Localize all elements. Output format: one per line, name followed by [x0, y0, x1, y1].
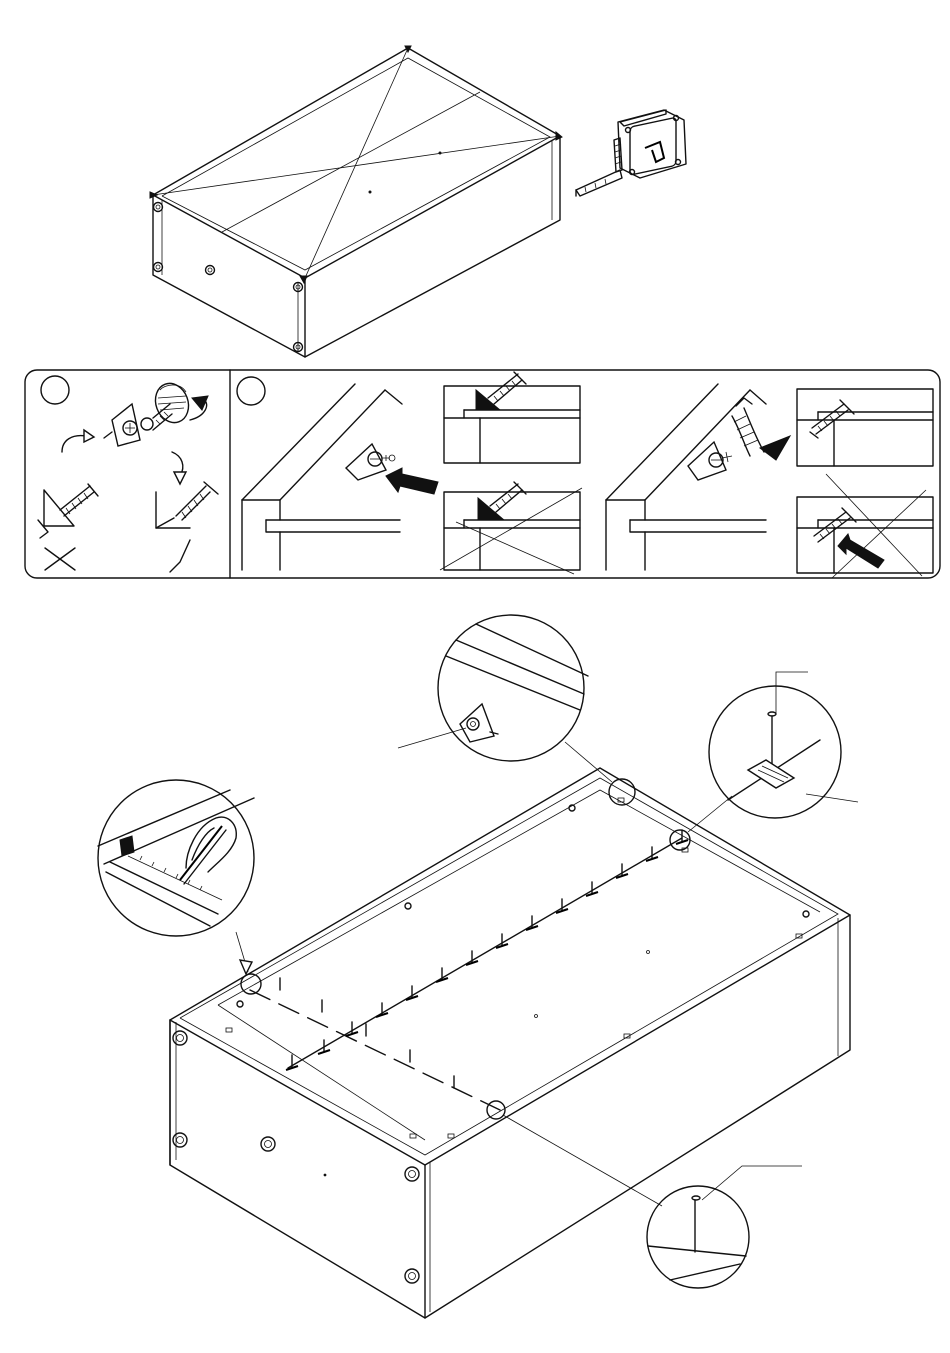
push-arrow-icon — [386, 468, 438, 494]
rotation-arrow-icon — [150, 379, 208, 428]
wrong-screw-angle — [38, 484, 98, 570]
detail-box-correct — [444, 372, 580, 463]
curved-arrow-icon — [62, 436, 86, 452]
metal-plate — [748, 760, 794, 788]
cam-lock-holes — [154, 203, 303, 352]
cross-mark-icon — [440, 488, 582, 574]
step-a-number-badge — [41, 376, 69, 404]
detail-box-screw-wrong — [797, 474, 933, 578]
step-b — [237, 372, 933, 578]
detail-box-screw-correct — [797, 389, 933, 466]
leader-line — [702, 1166, 802, 1200]
diagonal-measurement-lines — [153, 48, 560, 278]
check-mark-icon — [170, 540, 190, 572]
step-a — [38, 376, 218, 572]
cross-mark-icon — [45, 548, 75, 570]
nail-icon — [646, 847, 658, 861]
callout-pencil-marking — [98, 780, 261, 994]
detail-box-wrong — [440, 482, 582, 574]
top-cabinet-diagram — [150, 46, 562, 357]
nail-icon — [692, 1196, 700, 1252]
corner-detail-tighten — [606, 384, 790, 570]
corner-detail-insert — [242, 384, 438, 570]
instruction-panel — [25, 370, 940, 578]
corner-bracket-icon — [346, 444, 395, 480]
nail-icon — [768, 712, 776, 764]
rotation-arrow-icon — [732, 398, 790, 460]
nail-line — [250, 838, 682, 1110]
callout-nail-plate — [670, 672, 858, 850]
step-b-number-badge — [237, 377, 265, 405]
leader-line — [806, 794, 858, 802]
panel-fittings — [226, 798, 809, 1138]
tape-measure-icon — [576, 110, 686, 196]
callout-nail — [487, 1101, 802, 1288]
cam-lock-holes — [173, 1031, 419, 1283]
nail-icon — [318, 1040, 330, 1054]
corner-bracket-icon — [104, 404, 140, 446]
leader-line — [398, 728, 466, 748]
bottom-cabinet-diagram — [170, 768, 850, 1318]
correct-screw-angle — [156, 482, 218, 572]
corner-bracket-icon — [460, 704, 498, 742]
nail-row — [280, 830, 688, 1088]
nail-icon — [586, 882, 598, 896]
callout-corner-bracket — [398, 615, 635, 805]
